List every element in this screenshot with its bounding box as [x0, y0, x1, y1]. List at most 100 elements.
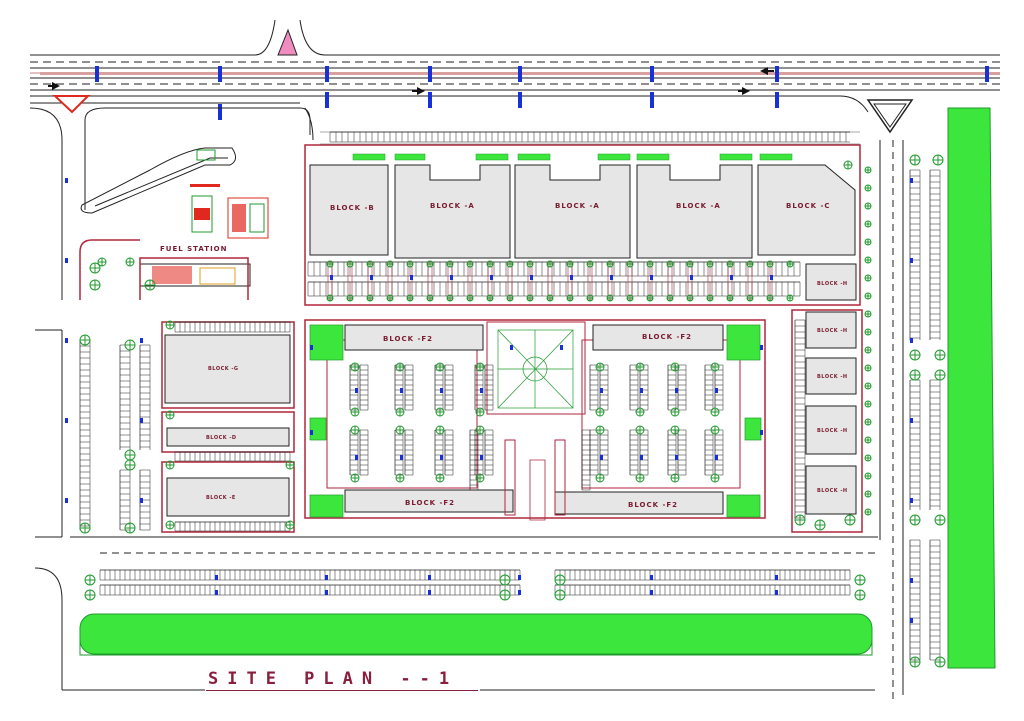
tree-icon — [89, 262, 101, 274]
tree-icon — [626, 260, 634, 268]
tree-icon — [909, 656, 921, 668]
tree-icon — [710, 425, 720, 435]
parking-row — [349, 364, 359, 411]
parking-row — [639, 364, 649, 411]
tree-icon — [285, 460, 295, 470]
parking-row — [629, 364, 639, 411]
tree-icon — [595, 407, 605, 417]
tree-icon — [726, 294, 734, 302]
parking-row — [474, 364, 484, 411]
tree-icon — [546, 260, 554, 268]
parking-row — [484, 364, 494, 411]
parking-row — [329, 131, 850, 143]
tree-icon — [606, 294, 614, 302]
site-roads — [29, 107, 904, 700]
tree-icon — [786, 260, 794, 268]
lamp-icon — [570, 275, 573, 280]
parking-row — [704, 364, 714, 411]
lamp-icon — [400, 388, 403, 393]
tree-icon — [909, 349, 921, 361]
central-plaza — [486, 321, 586, 415]
lamp-icon — [760, 430, 763, 435]
tree-icon — [79, 522, 91, 534]
tree-icon — [326, 260, 334, 268]
tree-icon — [864, 436, 872, 444]
tree-icon — [746, 294, 754, 302]
central-complex: BLOCK -F2 BLOCK -F2 BLOCK -F2 BLOCK -F2 — [304, 319, 766, 521]
parking-row — [394, 429, 404, 476]
left-blocks: BLOCK -G BLOCK -D BLOCK -E — [161, 321, 295, 533]
parking-row — [444, 429, 454, 476]
tree-icon — [554, 589, 566, 601]
parking-row — [639, 429, 649, 476]
tree-icon — [326, 294, 334, 302]
tree-icon — [864, 490, 872, 498]
island — [327, 261, 333, 301]
lamp-icon — [65, 258, 68, 263]
tree-icon — [346, 294, 354, 302]
block-c-label: BLOCK -C — [786, 202, 831, 210]
parking-row — [554, 584, 851, 596]
lamp-icon — [690, 275, 693, 280]
tree-islands — [79, 154, 946, 668]
tree-icon — [932, 154, 944, 166]
lamp-icon — [330, 275, 333, 280]
highway-lamps — [95, 66, 989, 120]
tree-icon — [97, 257, 107, 267]
tree-icon — [710, 473, 720, 483]
tree-icon — [586, 294, 594, 302]
lamp-icon — [490, 275, 493, 280]
lamp-icon — [610, 275, 613, 280]
block-h-5-label: BLOCK -H — [817, 488, 848, 494]
tree-icon — [864, 292, 872, 300]
lamp-icon — [325, 575, 328, 580]
tree-icon — [864, 382, 872, 390]
lamp-icon — [440, 455, 443, 460]
tree-icon — [426, 294, 434, 302]
tree-icon — [864, 346, 872, 354]
tree-icon — [864, 256, 872, 264]
tree-icon — [646, 260, 654, 268]
parking-row — [929, 169, 941, 340]
tree-icon — [499, 574, 511, 586]
parking-row — [554, 569, 851, 581]
bottom-green-strip — [79, 613, 873, 655]
block-f2-br-label: BLOCK -F2 — [628, 501, 678, 509]
tree-icon — [165, 520, 175, 530]
lamp-icon — [530, 275, 533, 280]
parking-row — [667, 429, 677, 476]
island — [447, 261, 453, 301]
tree-icon — [395, 362, 405, 372]
lamp-icon — [640, 388, 643, 393]
lamp-icon — [65, 178, 68, 183]
tree-icon — [124, 522, 136, 534]
lamp-icon — [355, 388, 358, 393]
tree-icon — [506, 294, 514, 302]
island — [367, 261, 373, 301]
lamp-icon — [518, 575, 521, 580]
island — [507, 261, 513, 301]
tree-icon — [395, 407, 405, 417]
lamp-icon — [410, 275, 413, 280]
parking-layout — [79, 131, 941, 661]
tree-icon — [125, 257, 135, 267]
tree-icon — [499, 589, 511, 601]
parking-row — [359, 429, 369, 476]
top-building-row: BLOCK -B BLOCK -A BLOCK -A BLOCK -A BLOC… — [304, 131, 861, 306]
lamp-icon — [715, 388, 718, 393]
tree-icon — [395, 473, 405, 483]
tree-icon — [566, 260, 574, 268]
parking-row — [434, 429, 444, 476]
tree-icon — [285, 520, 295, 530]
tree-icon — [475, 425, 485, 435]
lamp-icon — [760, 345, 763, 350]
tree-icon — [475, 407, 485, 417]
lamp-icon — [640, 455, 643, 460]
tree-icon — [726, 260, 734, 268]
pink-island — [277, 28, 298, 56]
lamp-icon — [215, 590, 218, 595]
tree-icon — [435, 473, 445, 483]
lamp-icon — [140, 338, 143, 343]
tree-icon — [934, 349, 946, 361]
